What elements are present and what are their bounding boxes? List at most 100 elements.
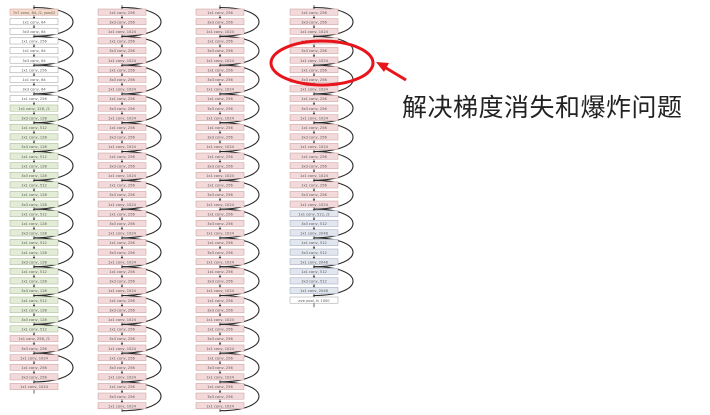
skip-connection	[219, 35, 260, 66]
skip-connection	[219, 208, 260, 239]
layer-label: 1x1 conv, 1024	[300, 145, 329, 149]
flow-arrowhead	[32, 324, 36, 326]
layer-label: 1x1 conv, 256	[207, 299, 233, 303]
layer-label: 1x1 conv, 256	[207, 184, 233, 188]
flow-arrowhead	[312, 257, 316, 259]
layer-label: 1x1 conv, 1024	[108, 376, 137, 380]
layer-label: 3x3 conv, 256	[207, 78, 233, 82]
layer-label: 1x1 conv, 1024	[108, 116, 137, 120]
layer-label: 1x1 conv, 128	[21, 251, 47, 255]
skip-connection	[33, 294, 74, 325]
flow-arrowhead	[32, 333, 36, 336]
layer-label: 1x1 conv, 256	[109, 68, 135, 72]
flow-arrowhead	[32, 17, 36, 19]
layer-label: 1x1 conv, 64	[22, 78, 46, 82]
layer-label: 3x3 conv, 256	[109, 193, 135, 197]
flow-arrowhead	[312, 132, 316, 134]
layer-label: 3x3 conv, 256	[109, 164, 135, 168]
flow-arrowhead	[32, 170, 36, 173]
flow-arrowhead	[32, 7, 36, 9]
flow-arrowhead	[32, 381, 36, 384]
flow-arrowhead	[120, 17, 124, 19]
layer-label: 1x1 conv, 1024	[108, 318, 137, 322]
flow-arrowhead	[312, 285, 316, 288]
layer-label: 3x3 conv, 256	[109, 222, 135, 226]
skip-connection	[313, 266, 354, 297]
layer-label: 1x1 conv, 1024	[300, 174, 329, 178]
layer-label: 3x3 conv, 256	[207, 136, 233, 140]
flow-arrowhead	[32, 305, 36, 307]
layer-label: 1x1 conv, 1024	[300, 203, 329, 207]
skip-connection	[33, 64, 74, 95]
flow-arrowhead	[312, 122, 316, 125]
skip-connection	[313, 208, 354, 239]
flow-arrowhead	[218, 285, 222, 288]
flow-arrowhead	[218, 151, 222, 153]
flow-arrowhead	[218, 343, 222, 345]
layer-label: 7x7 conv, 64, /2, pool/2	[13, 11, 56, 15]
layer-label: 1x1 conv, 1024	[108, 404, 137, 408]
layer-label: 1x1 conv, 512	[21, 299, 47, 303]
layer-label: 1x1 conv, 512	[21, 126, 47, 130]
flow-arrowhead	[218, 353, 222, 355]
flow-arrowhead	[32, 122, 36, 125]
layer-label: 3x3 conv, 128	[21, 232, 47, 236]
flow-arrowhead	[120, 305, 124, 307]
layer-label: 3x3 conv, 256	[207, 280, 233, 284]
skip-connection	[313, 150, 354, 181]
flow-arrowhead	[218, 228, 222, 230]
skip-connection	[33, 237, 74, 268]
layer-label: 1x1 conv, 256	[109, 270, 135, 274]
layer-label: 1x1 conv, 128	[21, 280, 47, 284]
flow-arrowhead	[218, 26, 222, 29]
layer-label: 3x3 conv, 256	[21, 376, 47, 380]
flow-arrowhead	[312, 189, 316, 192]
layer-label: 3x3 conv, 256	[207, 20, 233, 24]
flow-arrowhead	[120, 36, 124, 38]
layer-label: 3x3 conv, 256	[207, 251, 233, 255]
flow-arrowhead	[120, 26, 124, 29]
flow-arrowhead	[218, 65, 222, 67]
layer-label: 1x1 conv, 256	[21, 366, 47, 370]
layer-label: 1x1 conv, 256	[207, 241, 233, 245]
flow-arrowhead	[218, 295, 222, 297]
layer-label: 1x1 conv, 1024	[108, 289, 137, 293]
layer-label: 1x1 conv, 128	[21, 193, 47, 197]
layer-label: 1x1 conv, 256	[109, 97, 135, 101]
flow-arrowhead	[218, 247, 222, 249]
skip-connection	[121, 179, 162, 210]
flow-arrowhead	[312, 113, 316, 115]
flow-arrowhead	[32, 103, 36, 105]
layer-label: 1x1 conv, 256	[301, 126, 327, 130]
flow-arrowhead	[32, 74, 36, 77]
flow-arrowhead	[32, 199, 36, 201]
flow-arrowhead	[312, 276, 316, 278]
skip-connection	[219, 266, 260, 297]
flow-arrowhead	[32, 314, 36, 317]
layer-label: 1x1 conv, 256	[207, 11, 233, 15]
layer-label: 3x3 conv, 64	[22, 30, 46, 34]
layer-label: 1x1 conv, 256	[109, 11, 135, 15]
layer-label: 1x1 conv, 256	[301, 11, 327, 15]
layer-label: 1x1 conv, 512	[21, 155, 47, 159]
flow-arrowhead	[32, 362, 36, 365]
skip-connection	[33, 122, 74, 153]
layer-label: 1x1 conv, 1024	[206, 260, 235, 264]
flow-arrowhead	[32, 93, 36, 96]
skip-connection	[33, 35, 74, 66]
flow-arrowhead	[120, 218, 124, 221]
layer-label: 1x1 conv, 256	[109, 241, 135, 245]
layer-label: 3x3 conv, 256	[109, 395, 135, 399]
flow-arrowhead	[32, 36, 36, 38]
flow-arrowhead	[32, 276, 36, 278]
flow-arrowhead	[218, 74, 222, 77]
layer-label: 1x1 conv, 1024	[300, 116, 329, 120]
flow-arrowhead	[120, 247, 124, 249]
layer-label: 1x1 conv, 256	[109, 328, 135, 332]
skip-connection	[121, 6, 162, 37]
layer-label: ave pool, fc 1000	[298, 299, 330, 303]
layer-label: 1x1 conv, 1024	[20, 356, 49, 360]
layer-label: 3x3 conv, 256	[21, 347, 47, 351]
skip-connection	[219, 237, 260, 268]
skip-connection	[219, 150, 260, 181]
